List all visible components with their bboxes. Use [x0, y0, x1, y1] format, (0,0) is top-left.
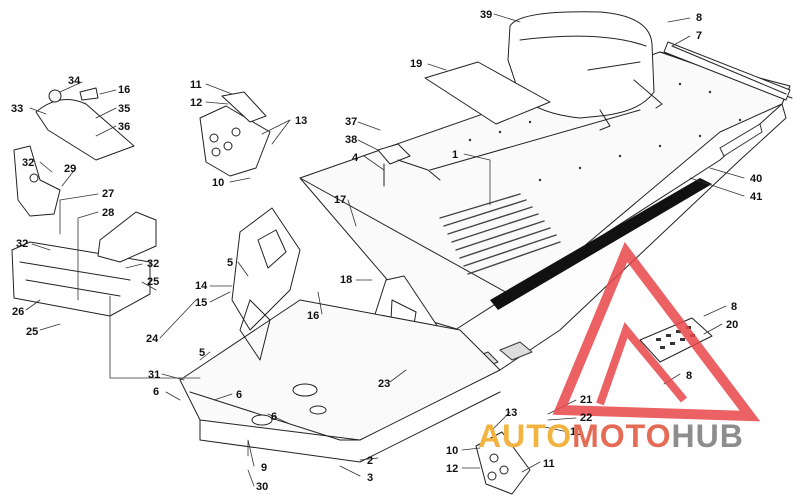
callout-c11a: 11: [190, 79, 202, 91]
callout-c3: 3: [367, 472, 374, 484]
callout-c10c: 10: [570, 426, 583, 438]
callout-c35: 35: [118, 103, 131, 115]
callout-c25b: 25: [26, 326, 39, 338]
callout-c31: 31: [148, 369, 161, 381]
callout-c5a: 5: [227, 257, 234, 269]
callout-c36: 36: [118, 121, 131, 133]
watermark-text: AUTOMOTOHUB: [478, 418, 744, 454]
watermark-auto: AUTO: [478, 418, 573, 454]
front-frame: [179, 207, 501, 463]
callout-c28: 28: [102, 207, 115, 219]
seat: [507, 11, 663, 131]
watermark-hub: HUB: [671, 418, 744, 454]
callout-c21: 21: [580, 394, 593, 406]
callout-c25a: 25: [147, 276, 160, 288]
callout-c26: 26: [12, 306, 25, 318]
callout-c5b: 5: [199, 347, 206, 359]
leader-lines: [25, 13, 745, 487]
callout-c1: 1: [452, 149, 459, 161]
callout-c32b: 32: [16, 238, 29, 250]
callout-c12b: 12: [446, 463, 459, 475]
lower-plate-group: [475, 431, 531, 495]
callout-c18: 18: [340, 274, 353, 286]
left-bracket-group: [11, 145, 157, 317]
headlight-bucket: [35, 87, 135, 161]
callout-c8c: 8: [686, 370, 693, 382]
callout-c10b: 10: [446, 445, 459, 457]
callout-c37: 37: [345, 116, 358, 128]
callout-c12a: 12: [190, 97, 203, 109]
callout-c19: 19: [410, 58, 423, 70]
callout-c6a: 6: [153, 386, 160, 398]
callout-c13a: 13: [295, 115, 308, 127]
watermark-moto: MOTO: [572, 418, 672, 454]
callout-c20: 20: [726, 319, 739, 331]
callout-c17: 17: [334, 194, 347, 206]
rear-rail: [663, 41, 791, 101]
callout-c41: 41: [750, 191, 763, 203]
callout-c40: 40: [750, 173, 763, 185]
callout-c6c: 6: [271, 411, 278, 423]
callout-c15: 15: [195, 297, 208, 309]
callout-c4: 4: [352, 152, 359, 164]
callout-c23: 23: [378, 378, 391, 390]
upper-plate-group: [199, 91, 271, 177]
callout-c10a: 10: [212, 177, 225, 189]
callout-c14: 14: [195, 280, 208, 292]
watermark-logo: [552, 242, 761, 422]
callout-c8a: 8: [696, 12, 703, 24]
callout-c8b: 8: [731, 301, 738, 313]
callout-c39: 39: [480, 9, 493, 21]
callout-c13b: 13: [505, 407, 518, 419]
footrest-plate: [639, 317, 713, 363]
callout-c16a: 16: [118, 84, 131, 96]
callout-c27: 27: [102, 188, 115, 200]
callout-c32a: 32: [22, 157, 35, 169]
callout-c7: 7: [696, 30, 703, 42]
callout-c11b: 11: [543, 458, 555, 470]
callout-c16b: 16: [307, 310, 320, 322]
electrical-module: [377, 143, 441, 187]
callout-c6b: 6: [236, 389, 243, 401]
callout-c22: 22: [580, 412, 593, 424]
callout-c9: 9: [261, 462, 268, 474]
callout-c33: 33: [11, 103, 24, 115]
callout-c34: 34: [68, 75, 81, 87]
callout-c29: 29: [64, 163, 77, 175]
callout-c38: 38: [345, 134, 358, 146]
callout-c24: 24: [146, 333, 159, 345]
callout-c32c: 32: [147, 258, 160, 270]
callout-c30: 30: [256, 481, 269, 493]
seat-pad: [424, 61, 551, 125]
callout-c2: 2: [367, 455, 374, 467]
